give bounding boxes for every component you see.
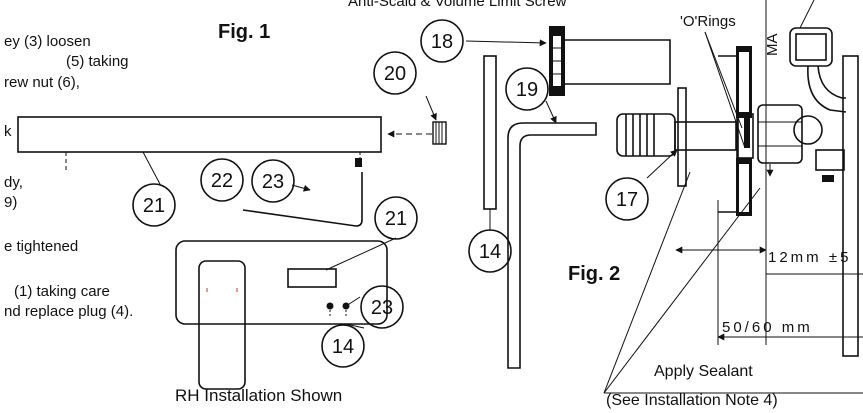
callout-18: 18 xyxy=(420,19,464,63)
callout-leaders xyxy=(142,0,815,329)
o-ring-leader xyxy=(704,31,743,129)
max-label-partial: MA xyxy=(764,34,781,57)
sealant-leader xyxy=(603,171,691,394)
callout-number: 14 xyxy=(479,241,501,263)
callout-number: 23 xyxy=(371,297,393,319)
instruction-line: ey (3) loosen xyxy=(4,33,91,50)
hex-key-part-19 xyxy=(507,122,597,369)
callout-number: 22 xyxy=(211,170,233,192)
header-partial-text: Anti-Scald & Volume Limit Screw xyxy=(348,0,567,10)
instruction-line: (1) taking care xyxy=(14,283,110,300)
valve-body xyxy=(789,27,859,357)
instruction-line: (5) taking xyxy=(66,53,129,70)
grub-screw-part-20 xyxy=(432,121,447,145)
cap-part-18 xyxy=(549,26,671,96)
callout-14b: 14 xyxy=(321,324,365,368)
callout-14a: 14 xyxy=(468,229,512,273)
fig1-title: Fig. 1 xyxy=(218,21,270,43)
rh-installation-label: RH Installation Shown xyxy=(175,386,342,405)
callout-19: 19 xyxy=(505,67,549,111)
callout-23a: 23 xyxy=(251,159,295,203)
installation-note-label: (See Installation Note 4) xyxy=(606,392,778,409)
callout-22: 22 xyxy=(200,158,244,202)
o-ring-leader xyxy=(704,31,746,149)
grub-screw-part-23 xyxy=(355,158,362,167)
callout-number: 19 xyxy=(516,79,538,101)
sealant-leader xyxy=(603,187,761,394)
fig2-title: Fig. 2 xyxy=(568,263,620,285)
instruction-line: k xyxy=(4,123,12,140)
dim-50-60mm: 50/60 mm xyxy=(722,319,813,336)
instruction-line: e tightened xyxy=(4,238,78,255)
callout-number: 14 xyxy=(332,336,354,358)
o-rings-label: 'O'Rings xyxy=(680,13,736,30)
dim-12mm: 12mm ±5 xyxy=(768,249,851,266)
callout-number: 21 xyxy=(143,195,165,217)
instructions-text: ey (3) loosen (5) taking rew nut (6), k … xyxy=(4,33,133,320)
callout-23b: 23 xyxy=(360,285,404,329)
instruction-line: dy, xyxy=(4,174,23,191)
callout-number: 23 xyxy=(262,171,284,193)
callout-number: 17 xyxy=(616,189,638,211)
apply-sealant-label: Apply Sealant xyxy=(654,363,753,380)
handle-bar-part-21 xyxy=(17,116,382,172)
callout-number: 20 xyxy=(384,63,406,85)
callout-number: 21 xyxy=(385,208,407,230)
bar-part-14 xyxy=(483,55,497,210)
callout-number: 18 xyxy=(431,31,453,53)
allen-key-part-22 xyxy=(242,172,363,227)
callout-20: 20 xyxy=(373,51,417,95)
callout-21a: 21 xyxy=(132,183,176,227)
instruction-line: rew nut (6), xyxy=(4,74,80,91)
callout-21b: 21 xyxy=(374,196,418,240)
instruction-line: nd replace plug (4). xyxy=(4,303,133,320)
escutcheon-plate-view xyxy=(175,240,388,390)
spindle-assembly xyxy=(616,46,803,216)
callout-17: 17 xyxy=(605,177,649,221)
instruction-line: 9) xyxy=(4,194,17,211)
